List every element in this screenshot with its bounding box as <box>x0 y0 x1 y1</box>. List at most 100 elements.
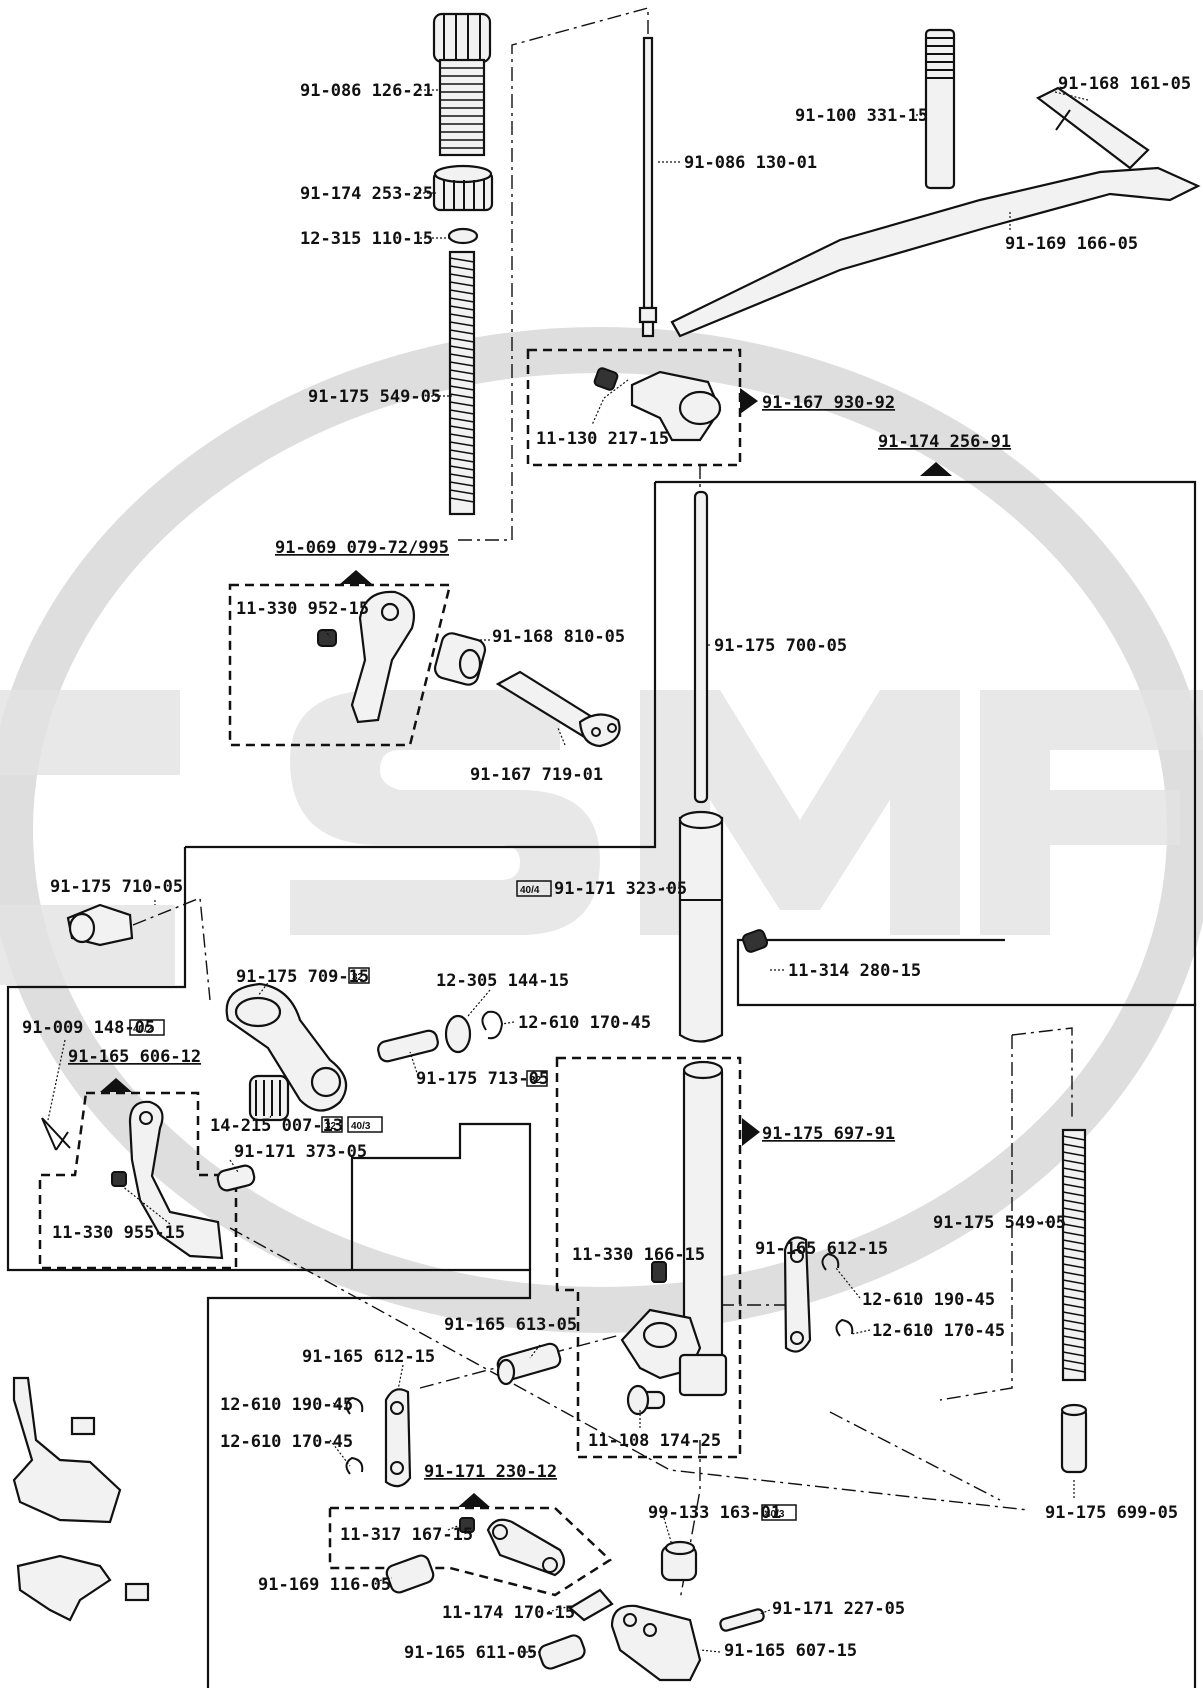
part-label[interactable]: 91-165 607-15 <box>724 1641 857 1661</box>
part-label[interactable]: 91-175 713-05 <box>416 1069 549 1089</box>
part-label[interactable]: 12-610 190-45 <box>220 1395 353 1415</box>
part-label[interactable]: 91-168 810-05 <box>492 627 625 647</box>
long-rod-part <box>693 490 709 804</box>
part-label[interactable]: 91-167 930-92 <box>762 393 895 413</box>
part-label[interactable]: 91-175 549-05 <box>933 1213 1066 1233</box>
part-label[interactable]: 91-175 709-15 <box>236 967 369 987</box>
arrow-91-069-079 <box>340 570 372 584</box>
connecting-link-part <box>225 982 348 1112</box>
part-label[interactable]: 91-169 166-05 <box>1005 234 1138 254</box>
part-label[interactable]: 91-171 373-05 <box>234 1142 367 1162</box>
part-label[interactable]: 11-174 170-15 <box>442 1603 575 1623</box>
part-label[interactable]: 91-175 700-05 <box>714 636 847 656</box>
pin-91-165-611-part <box>538 1634 586 1670</box>
assembly-lines <box>132 7 1073 1601</box>
clamp-block-part <box>593 367 722 442</box>
part-label[interactable]: 11-130 217-15 <box>536 429 669 449</box>
tag-40-3-a: 40/3 <box>351 1121 371 1132</box>
part-label[interactable]: 99-133 163-01 <box>648 1503 781 1523</box>
presser-foot-b-part <box>16 1554 150 1622</box>
part-label[interactable]: 11-330 955-15 <box>52 1223 185 1243</box>
pin-91-175-713-05-part <box>377 1029 439 1063</box>
part-label[interactable]: 91-009 148-05 <box>22 1018 155 1038</box>
part-label[interactable]: 12-610 170-45 <box>220 1432 353 1452</box>
screw-11-174-part <box>568 1588 614 1622</box>
part-label[interactable]: 14-215 007-13 <box>210 1116 343 1136</box>
part-label[interactable]: 91-175 697-91 <box>762 1124 895 1144</box>
part-label[interactable]: 91-086 126-21 <box>300 81 433 101</box>
part-label[interactable]: 91-171 227-05 <box>772 1599 905 1619</box>
needle-bearing-part <box>248 1074 290 1122</box>
part-labels: 91-086 126-21 91-174 253-25 12-315 110-1… <box>22 74 1191 1663</box>
bushing-613-part <box>496 1342 562 1386</box>
part-label[interactable]: 12-610 170-45 <box>518 1013 651 1033</box>
arrow-91-165-606-12 <box>100 1078 132 1092</box>
arrow-91-171-230-12 <box>458 1493 490 1507</box>
part-label[interactable]: 91-169 116-05 <box>258 1575 391 1595</box>
tag-32-c: 32 <box>325 1121 337 1132</box>
part-label[interactable]: 91-168 161-05 <box>1058 74 1191 94</box>
guide-pin-part <box>66 903 134 947</box>
part-label[interactable]: 91-167 719-01 <box>470 765 603 785</box>
group-box-91-171-230-12 <box>328 1506 613 1597</box>
part-label[interactable]: 91-174 256-91 <box>878 432 1011 452</box>
long-spring-part <box>448 250 476 516</box>
part-label[interactable]: 91-165 612-15 <box>302 1347 435 1367</box>
bracket-91-165-607-part <box>610 1604 702 1682</box>
screw-11-108-part <box>626 1384 666 1416</box>
part-label[interactable]: 91-165 612-15 <box>755 1239 888 1259</box>
tag-32-a: 32 <box>352 972 364 983</box>
cap-screw-part <box>432 12 492 157</box>
pin-91-169-116-part <box>385 1554 435 1594</box>
washer-12-305-part <box>444 1014 472 1054</box>
circlip-12-610-170-part <box>481 1010 504 1040</box>
lifter-bracket-part <box>111 1100 224 1260</box>
sleeve-99-133-part <box>660 1540 698 1582</box>
part-label[interactable]: 91-174 253-25 <box>300 184 433 204</box>
part-label[interactable]: 11-317 167-15 <box>340 1525 473 1545</box>
circlip-right-a-part <box>821 1252 840 1271</box>
part-label[interactable]: 91-175 699-05 <box>1045 1503 1178 1523</box>
part-label[interactable]: 11-330 166-15 <box>572 1245 705 1265</box>
group-box-91-175-697-91 <box>555 1056 742 1459</box>
crank-pin-part <box>495 670 621 748</box>
part-label[interactable]: 11-330 952-15 <box>236 599 369 619</box>
part-label[interactable]: 12-610 190-45 <box>862 1290 995 1310</box>
leader-lines <box>47 89 1089 1653</box>
arrow-91-175-697-91 <box>742 1118 760 1146</box>
part-label[interactable]: 91-165 606-12 <box>68 1047 201 1067</box>
part-label[interactable]: 12-315 110-15 <box>300 229 433 249</box>
presser-foot-a-part <box>12 1376 122 1524</box>
tag-40-3-b: 40/3 <box>765 1509 785 1520</box>
link-plate-left-part <box>384 1388 412 1488</box>
part-label[interactable]: 91-165 611-05 <box>404 1643 537 1663</box>
thin-rod-part <box>638 36 658 338</box>
part-label[interactable]: 91-086 130-01 <box>684 153 817 173</box>
part-label[interactable]: 91-175 710-05 <box>50 877 183 897</box>
wire-spring-part <box>41 1117 71 1151</box>
part-label[interactable]: 91-069 079-72/995 <box>275 538 449 558</box>
part-label[interactable]: 91-165 613-05 <box>444 1315 577 1335</box>
part-label[interactable]: 12-305 144-15 <box>436 971 569 991</box>
threaded-rod-part <box>924 28 956 190</box>
group-box-91-167-930-92 <box>526 348 742 467</box>
circlip-right-b-part <box>835 1318 854 1337</box>
lever-bar-part <box>670 166 1201 338</box>
part-label[interactable]: 11-314 280-15 <box>788 961 921 981</box>
circlip-left-b-part <box>345 1456 364 1475</box>
tag-40-2: 40/2 <box>133 1024 153 1035</box>
part-label[interactable]: 91-100 331-15 <box>795 106 928 126</box>
part-label[interactable]: 91-175 549-05 <box>308 387 441 407</box>
part-label[interactable]: 11-108 174-25 <box>588 1431 721 1451</box>
right-spring-part <box>1061 1128 1087 1382</box>
part-label[interactable]: 12-610 170-45 <box>872 1321 1005 1341</box>
sleeve-91-175-699-part <box>1060 1403 1088 1474</box>
part-label[interactable]: 91-171 230-12 <box>424 1462 557 1482</box>
tag-boxes: 40/4 32 40/2 32 32 40/3 40/3 <box>129 880 797 1521</box>
bar-clamp-part <box>620 1308 728 1397</box>
arrow-91-174-256-91 <box>920 462 952 476</box>
part-label[interactable]: 91-171 323-05 <box>554 879 687 899</box>
set-screw-11-314-part <box>741 929 769 953</box>
tag-40-4: 40/4 <box>520 885 540 896</box>
